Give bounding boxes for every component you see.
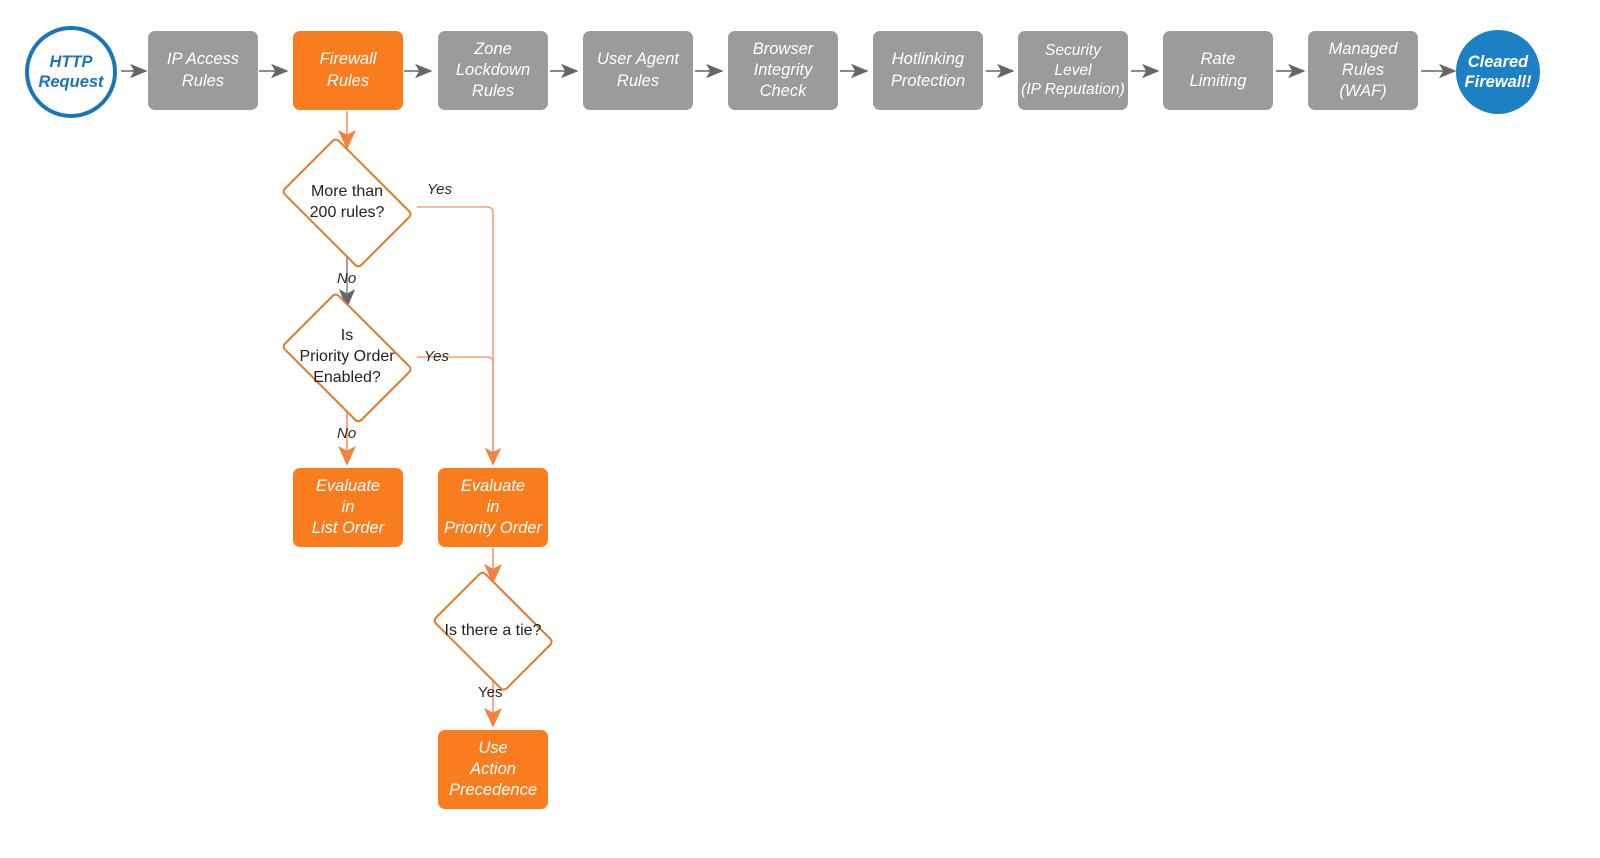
pipeline-step-label: IP Access Rules — [166, 50, 240, 90]
decision-label: Is Priority Order Enabled? — [299, 327, 395, 386]
pipeline-step-label: User Agent Rules — [597, 50, 679, 90]
pipeline-step-browser-integrity-check[interactable]: Browser Integrity Check — [728, 31, 838, 110]
edge-label-rules-yes: Yes — [427, 181, 453, 198]
decision-more-than-200-rules[interactable]: More than 200 rules? — [272, 135, 422, 270]
pipeline-step-user-agent-rules[interactable]: User Agent Rules — [583, 31, 693, 110]
end-node-label: Cleared Firewall! — [1464, 52, 1532, 91]
pipeline-step-label: Zone Lockdown Rules — [455, 39, 531, 101]
edge-label-tie-yes: Yes — [478, 684, 503, 701]
pipeline-step-firewall-rules[interactable]: Firewall Rules — [293, 31, 403, 110]
pipeline-step-hotlinking-protection[interactable]: Hotlinking Protection — [873, 31, 983, 110]
pipeline-step-label: Browser Integrity Check — [752, 39, 814, 101]
start-node-label: HTTP Request — [38, 52, 104, 91]
pipeline-step-label: Security Level (IP Reputation) — [1021, 41, 1125, 99]
outcome-use-action-precedence[interactable]: Use Action Precedence — [438, 730, 548, 809]
end-node-cleared-firewall[interactable]: Cleared Firewall! — [1456, 30, 1540, 114]
pipeline-step-managed-rules-waf[interactable]: Managed Rules (WAF) — [1308, 31, 1418, 110]
pipeline-step-zone-lockdown-rules[interactable]: Zone Lockdown Rules — [438, 31, 548, 110]
decision-is-there-a-tie[interactable]: Is there a tie? — [424, 569, 562, 693]
start-node-http-request[interactable]: HTTP Request — [25, 26, 117, 118]
outcome-evaluate-in-list-order[interactable]: Evaluate in List Order — [293, 468, 403, 547]
outcome-label: Evaluate in List Order — [311, 476, 385, 538]
outcome-label: Evaluate in Priority Order — [443, 476, 543, 538]
decision-is-priority-order-enabled[interactable]: Is Priority Order Enabled? — [272, 290, 422, 425]
decision-label: More than 200 rules? — [309, 182, 385, 221]
pipeline-step-label: Hotlinking Protection — [890, 50, 966, 90]
pipeline-step-label: Managed Rules (WAF) — [1328, 39, 1398, 101]
pipeline-step-label: Firewall Rules — [319, 50, 377, 90]
edge-label-priority-no: No — [337, 425, 357, 442]
edge-label-rules-no: No — [337, 270, 357, 287]
pipeline-step-security-level[interactable]: Security Level (IP Reputation) — [1018, 31, 1128, 110]
outcome-label: Use Action Precedence — [448, 738, 538, 800]
pipeline-step-ip-access-rules[interactable]: IP Access Rules — [148, 31, 258, 110]
edge-label-priority-yes: Yes — [424, 348, 450, 365]
pipeline-step-label: Rate Limiting — [1189, 50, 1247, 90]
pipeline-step-rate-limiting[interactable]: Rate Limiting — [1163, 31, 1273, 110]
outcome-evaluate-in-priority-order[interactable]: Evaluate in Priority Order — [438, 468, 548, 547]
decision-label: Is there a tie? — [444, 621, 542, 639]
